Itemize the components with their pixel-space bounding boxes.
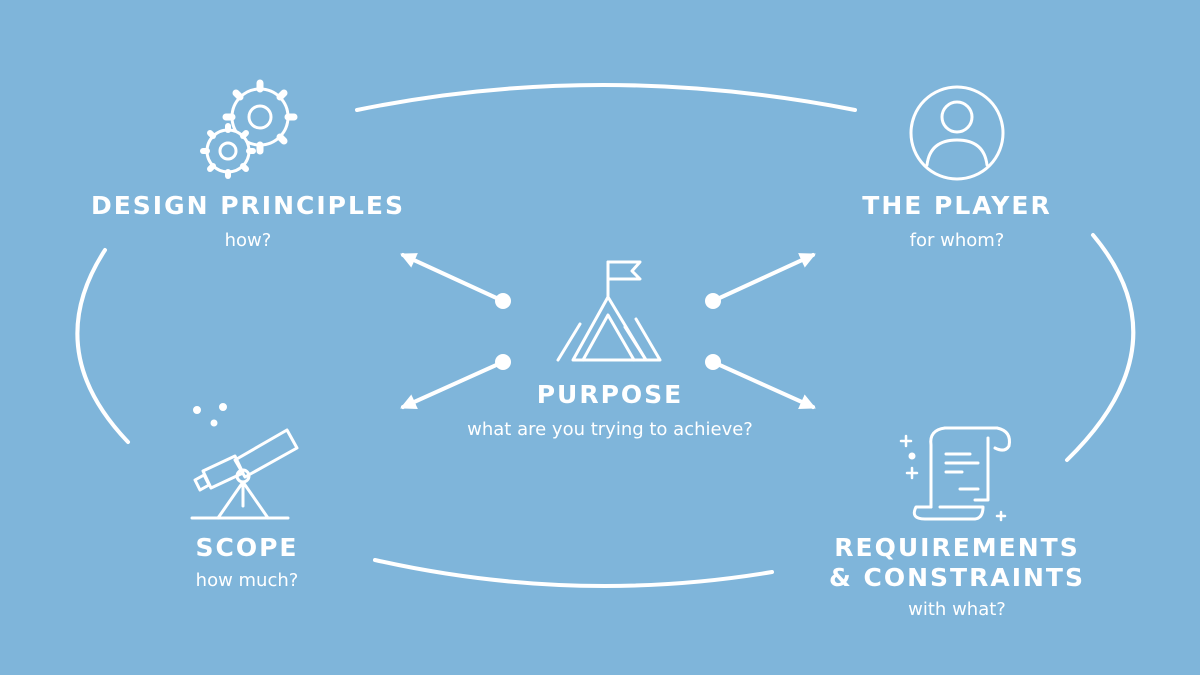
cycle-arc-right bbox=[1065, 233, 1136, 462]
purpose-title: PURPOSE bbox=[536, 380, 684, 409]
scroll-icon bbox=[899, 426, 1011, 522]
user-circle-icon bbox=[909, 85, 1005, 181]
cycle-arc-left bbox=[75, 248, 130, 444]
design-principles-subtitle: how? bbox=[224, 230, 272, 251]
arrow-to-the-player bbox=[705, 253, 816, 309]
requirements-title-line1: REQUIREMENTS bbox=[834, 533, 1080, 562]
gears-icon bbox=[200, 79, 298, 179]
scope-title: SCOPE bbox=[195, 533, 299, 562]
arrow-to-scope bbox=[400, 354, 511, 410]
requirements-subtitle: with what? bbox=[908, 599, 1006, 620]
telescope-icon bbox=[190, 403, 299, 520]
cycle-arc-top bbox=[355, 83, 857, 112]
scope-subtitle: how much? bbox=[195, 570, 299, 591]
arrow-to-design-principles bbox=[400, 253, 511, 309]
arrow-to-requirements bbox=[705, 354, 816, 410]
requirements-title-line2: & CONSTRAINTS bbox=[829, 563, 1085, 592]
design-principles-title: DESIGN PRINCIPLES bbox=[90, 191, 406, 220]
the-player-subtitle: for whom? bbox=[909, 230, 1005, 251]
purpose-subtitle: what are you trying to achieve? bbox=[467, 419, 753, 440]
mountain-flag-icon bbox=[556, 260, 662, 362]
cycle-arc-bottom bbox=[373, 558, 774, 588]
the-player-title: THE PLAYER bbox=[862, 191, 1052, 220]
